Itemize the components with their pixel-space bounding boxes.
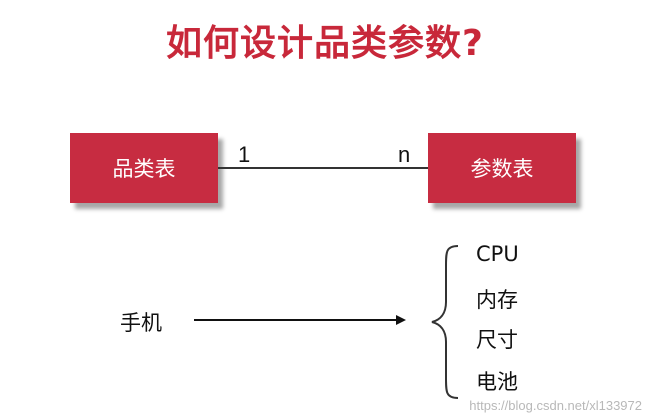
relationship-line: [218, 167, 428, 169]
cardinality-many: n: [398, 142, 411, 167]
category-table-label: 品类表: [112, 157, 176, 181]
page-title: 如何设计品类参数?: [166, 23, 484, 64]
cardinality-one: 1: [238, 142, 251, 167]
watermark: https://blog.csdn.net/xl133972: [469, 398, 642, 413]
curly-brace-icon: [431, 245, 459, 399]
parameter-table-box: 参数表: [428, 133, 576, 203]
param-cpu: CPU: [476, 242, 519, 266]
category-table-box: 品类表: [70, 133, 218, 203]
param-memory: 内存: [476, 288, 518, 312]
param-size: 尺寸: [476, 328, 518, 352]
param-battery: 电池: [476, 370, 518, 394]
parameter-table-label: 参数表: [470, 157, 534, 181]
arrow-icon: [194, 315, 406, 325]
phone-label: 手机: [120, 311, 162, 335]
